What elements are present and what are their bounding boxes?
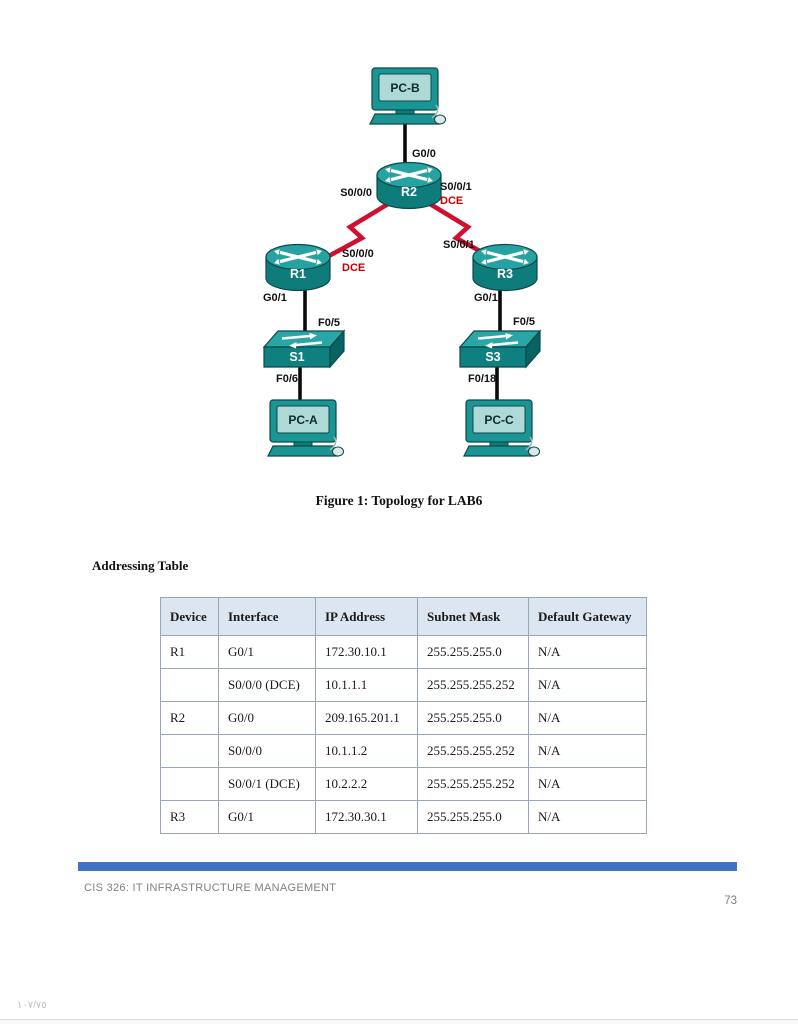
cell-device <box>160 734 219 768</box>
interface-label-s1-f0-6: F0/6 <box>276 373 298 385</box>
table-row: R3 G0/1 172.30.30.1 255.255.255.0 N/A <box>160 800 647 834</box>
switch-s1-device: S1 <box>262 329 346 369</box>
pc-icon <box>463 399 541 457</box>
column-header-default-gateway: Default Gateway <box>528 597 647 636</box>
cell-subnet-mask: 255.255.255.0 <box>417 800 529 834</box>
column-header-subnet-mask: Subnet Mask <box>417 597 529 636</box>
cell-device <box>160 668 219 702</box>
pc-a-device: PC-A <box>267 399 345 457</box>
cell-interface: S0/0/0 <box>218 734 316 768</box>
cell-interface: S0/0/0 (DCE) <box>218 668 316 702</box>
serial-link-r2-r1 <box>325 202 390 260</box>
router-r1-device: R1 <box>264 242 332 293</box>
device-label-r3: R3 <box>497 267 513 281</box>
table-row: S0/0/0 10.1.1.2 255.255.255.252 N/A <box>160 734 647 768</box>
cell-device: R3 <box>160 800 219 834</box>
device-label-pc-a: PC-A <box>288 413 318 427</box>
device-label-r1: R1 <box>290 267 306 281</box>
dce-label-r2: DCE <box>440 195 463 207</box>
page-bottom-margin <box>0 1020 798 1024</box>
device-label-r2: R2 <box>401 185 417 199</box>
table-row: S0/0/1 (DCE) 10.2.2.2 255.255.255.252 N/… <box>160 767 647 801</box>
interface-label-s3-f0-5: F0/5 <box>513 316 535 328</box>
switch-s3-device: S3 <box>458 329 542 369</box>
table-row: R1 G0/1 172.30.10.1 255.255.255.0 N/A <box>160 635 647 669</box>
cell-ip-address: 209.165.201.1 <box>315 701 418 735</box>
cell-interface: G0/1 <box>218 800 316 834</box>
pc-icon <box>369 67 447 125</box>
cell-default-gateway: N/A <box>528 701 647 735</box>
interface-label-r2-s0-0-0: S0/0/0 <box>340 187 372 199</box>
cell-subnet-mask: 255.255.255.0 <box>417 701 529 735</box>
cell-subnet-mask: 255.255.255.252 <box>417 734 529 768</box>
cell-subnet-mask: 255.255.255.252 <box>417 668 529 702</box>
table-row: S0/0/0 (DCE) 10.1.1.1 255.255.255.252 N/… <box>160 668 647 702</box>
table-header-row: Device Interface IP Address Subnet Mask … <box>160 597 647 636</box>
cell-ip-address: 172.30.10.1 <box>315 635 418 669</box>
cell-interface: G0/0 <box>218 701 316 735</box>
page-bottom-divider <box>0 1019 798 1020</box>
table-row: R2 G0/0 209.165.201.1 255.255.255.0 N/A <box>160 701 647 735</box>
viewer-page-indicator: ١٠٧/٧٥ <box>17 1000 47 1011</box>
cell-device <box>160 767 219 801</box>
device-label-s3: S3 <box>485 350 500 364</box>
pc-c-device: PC-C <box>463 399 541 457</box>
column-header-ip-address: IP Address <box>315 597 418 636</box>
page-number: 73 <box>724 895 737 907</box>
cell-default-gateway: N/A <box>528 767 647 801</box>
column-header-device: Device <box>160 597 219 636</box>
cell-interface: S0/0/1 (DCE) <box>218 767 316 801</box>
router-r2-device: R2 <box>375 160 443 211</box>
interface-label-r3-g0-1: G0/1 <box>474 292 498 304</box>
device-label-pc-c: PC-C <box>484 413 514 427</box>
cell-ip-address: 172.30.30.1 <box>315 800 418 834</box>
cell-default-gateway: N/A <box>528 734 647 768</box>
cell-default-gateway: N/A <box>528 635 647 669</box>
pc-b-device: PC-B <box>369 67 447 125</box>
interface-label-s1-f0-5: F0/5 <box>318 317 340 329</box>
device-label-pc-b: PC-B <box>390 81 420 95</box>
cell-ip-address: 10.1.1.2 <box>315 734 418 768</box>
interface-label-g0-0: G0/0 <box>412 148 436 160</box>
cell-interface: G0/1 <box>218 635 316 669</box>
footer-accent-bar <box>78 862 737 871</box>
router-r3-device: R3 <box>471 242 539 293</box>
interface-label-r1-g0-1: G0/1 <box>263 292 287 304</box>
cell-device: R1 <box>160 635 219 669</box>
interface-label-r1-s0-0-0: S0/0/0 <box>342 248 374 260</box>
dce-label-r1: DCE <box>342 262 365 274</box>
cell-ip-address: 10.2.2.2 <box>315 767 418 801</box>
interface-label-r3-s0-0-1: S0/0/1 <box>443 239 475 251</box>
column-header-interface: Interface <box>218 597 316 636</box>
figure-caption: Figure 1: Topology for LAB6 <box>315 493 483 508</box>
serial-link-r2-r3 <box>428 202 493 260</box>
cell-default-gateway: N/A <box>528 668 647 702</box>
cell-device: R2 <box>160 701 219 735</box>
cell-ip-address: 10.1.1.1 <box>315 668 418 702</box>
cell-subnet-mask: 255.255.255.0 <box>417 635 529 669</box>
pc-icon <box>267 399 345 457</box>
interface-label-r2-s0-0-1: S0/0/1 <box>440 181 472 193</box>
addressing-table-heading: Addressing Table <box>92 558 189 573</box>
footer-course-title: CIS 326: IT INFRASTRUCTURE MANAGEMENT <box>84 882 337 894</box>
network-topology-figure: PC-B R2 R1 R3 S1 S3 PC-A PC-C <box>262 67 542 457</box>
cell-subnet-mask: 255.255.255.252 <box>417 767 529 801</box>
cell-default-gateway: N/A <box>528 800 647 834</box>
addressing-table: Device Interface IP Address Subnet Mask … <box>160 597 647 834</box>
device-label-s1: S1 <box>289 350 304 364</box>
interface-label-s3-f0-18: F0/18 <box>468 373 496 385</box>
